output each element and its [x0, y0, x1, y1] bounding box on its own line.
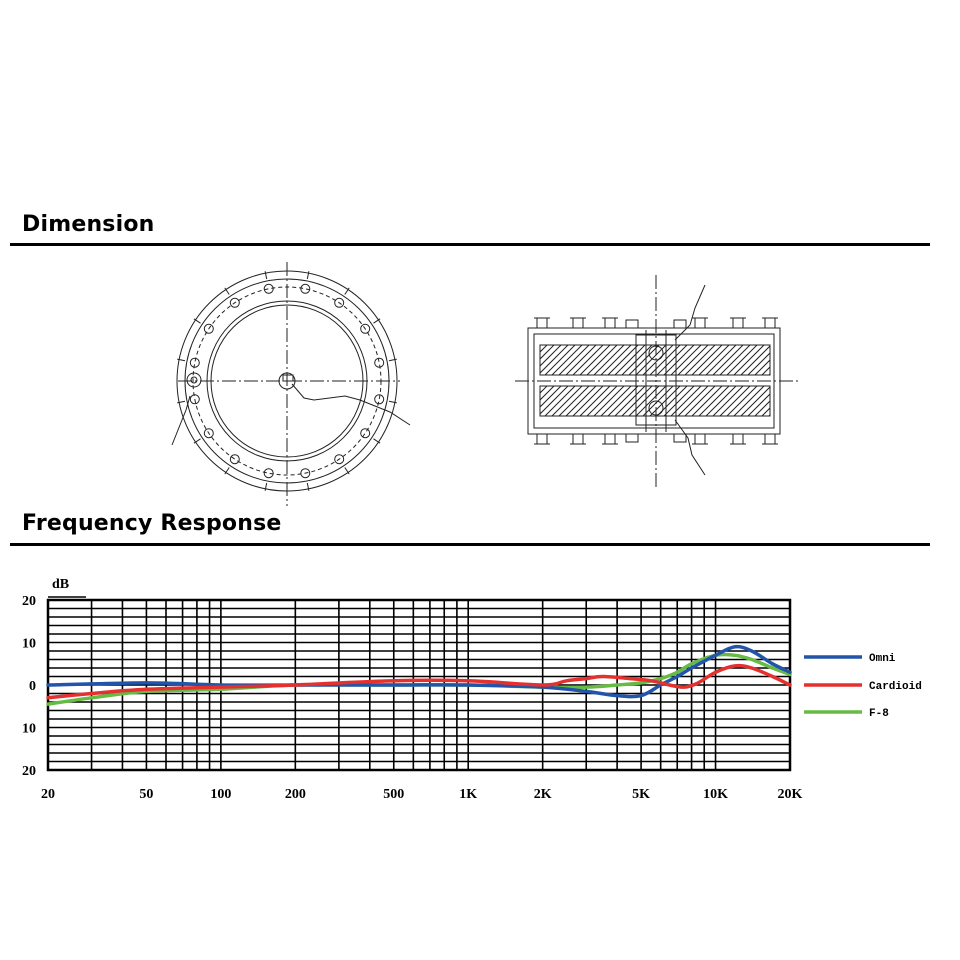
y-tick-label: 20: [22, 594, 36, 609]
x-tick-label: 20: [41, 787, 55, 802]
side-section-drawing: [515, 275, 800, 490]
x-tick-label: 500: [383, 787, 404, 802]
bolt-hole: [229, 297, 240, 308]
bolt-hole: [263, 468, 274, 479]
legend-label-cardioid: Cardioid: [869, 681, 922, 693]
bolt-hole: [360, 323, 371, 334]
x-tick-label: 200: [285, 787, 306, 802]
y-tick-label: 0: [29, 679, 36, 694]
bolt-hole: [203, 428, 214, 439]
bolt-hole: [374, 357, 385, 368]
x-tick-label: 100: [210, 787, 231, 802]
bolt-hole: [189, 357, 200, 368]
dimension-drawings: [171, 262, 800, 506]
x-tick-label: 50: [139, 787, 153, 802]
bolt-hole: [334, 454, 345, 465]
bolt-hole: [300, 468, 311, 479]
bolt-hole: [300, 283, 311, 294]
bolt-hole: [203, 323, 214, 334]
y-tick-label: 20: [22, 764, 36, 779]
y-tick-label: 10: [22, 722, 36, 737]
bolt-hole: [229, 454, 240, 465]
bolt-hole: [374, 394, 385, 405]
y-axis-label: dB: [52, 577, 69, 592]
bolt-hole: [334, 297, 345, 308]
legend-label-omni: Omni: [869, 653, 896, 665]
bolt-hole: [360, 428, 371, 439]
front-view-drawing: [171, 262, 411, 506]
bolt-hole: [263, 283, 274, 294]
dimension-title: Dimension: [22, 212, 155, 237]
x-tick-label: 10K: [703, 787, 728, 802]
frequency-response-divider: [10, 543, 930, 546]
y-tick-label: 10: [22, 637, 36, 652]
bolt-hole: [189, 394, 200, 405]
dimension-divider: [10, 243, 930, 246]
series-line-f-8: [46, 652, 792, 706]
x-tick-label: 5K: [632, 787, 650, 802]
legend-label-f-8: F-8: [869, 708, 889, 720]
frequency-response-title: Frequency Response: [22, 511, 282, 536]
x-tick-label: 2K: [534, 787, 552, 802]
x-tick-label: 1K: [459, 787, 477, 802]
x-tick-label: 20K: [778, 787, 803, 802]
series-line-cardioid: [46, 663, 792, 700]
